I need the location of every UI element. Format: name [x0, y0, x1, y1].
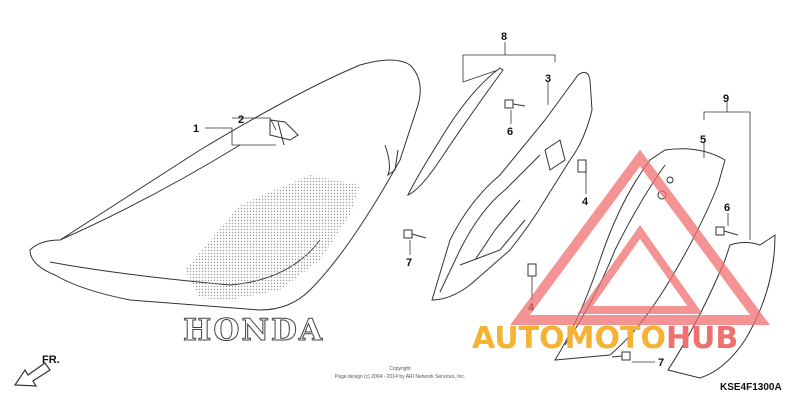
bolt-icon	[611, 351, 631, 361]
callout-2: 2	[238, 114, 244, 126]
callout-1: 1	[193, 123, 199, 135]
honda-brand-text: HONDA	[183, 313, 324, 348]
watermark-part-hub: HUB	[666, 321, 738, 356]
callout-3: 3	[545, 73, 551, 85]
callout-5: 5	[700, 134, 706, 146]
bolt-icon	[403, 229, 427, 239]
bolt-icon	[715, 226, 739, 236]
watermark-auto: AUTOMOTOHUB	[472, 321, 738, 356]
callout-9: 9	[723, 93, 729, 105]
watermark-part-moto: MOTO	[565, 321, 666, 356]
decal-left-part	[407, 67, 504, 196]
watermark-part-auto: AUTO	[472, 321, 565, 356]
seat-wing-logo	[185, 175, 360, 300]
watermark-triangle-icon	[510, 149, 770, 325]
leader-lines	[205, 42, 751, 363]
front-label: FR.	[42, 354, 60, 366]
callout-7-left: 7	[406, 257, 412, 269]
copyright-line-2: Page design (c) 2004 - 2014 by ARI Netwo…	[335, 374, 465, 380]
diagram-code: KSE4F1300A	[720, 382, 782, 393]
nut-icon	[577, 159, 587, 173]
bolt-icon	[504, 99, 526, 109]
callout-8: 8	[501, 31, 507, 43]
decal-right-part	[667, 234, 776, 379]
callout-7-right: 7	[658, 357, 664, 369]
nut-icon	[527, 263, 537, 277]
copyright-line-1: Copyright	[389, 366, 411, 372]
callout-6-right: 6	[724, 202, 730, 214]
front-arrow-icon	[13, 362, 51, 387]
side-cover-left-part	[431, 71, 593, 301]
callout-6-left: 6	[507, 126, 513, 138]
callout-4-upper: 4	[582, 196, 589, 208]
